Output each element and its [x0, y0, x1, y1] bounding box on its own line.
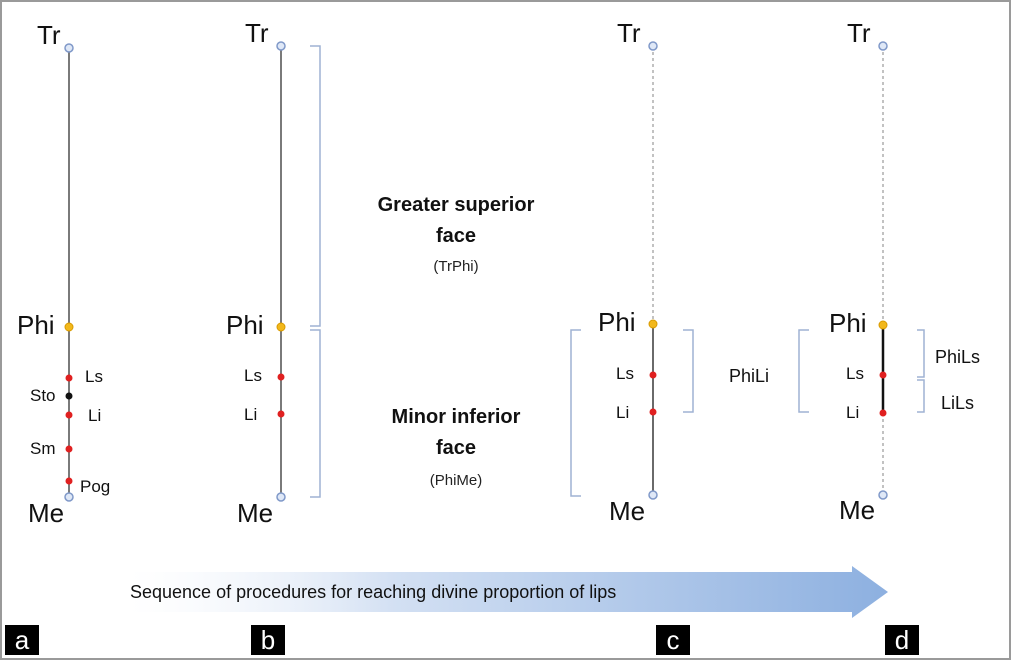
li-label: Li	[846, 403, 859, 422]
phi-point	[276, 322, 286, 332]
pog-label: Pog	[80, 477, 110, 496]
sequence-arrow: Sequence of procedures for reaching divi…	[128, 566, 888, 618]
ls-label: Ls	[244, 366, 262, 385]
panel-label-d: d	[885, 625, 919, 655]
tr-point	[64, 43, 74, 53]
ls-point	[649, 371, 657, 379]
phi-label: Phi	[17, 310, 55, 340]
phili-bracket	[683, 329, 694, 413]
panel-b-diagram: Tr Phi Ls Li Me Greater superior face (T…	[226, 18, 535, 528]
sm-point	[65, 445, 73, 453]
phi-label: Phi	[226, 310, 264, 340]
greater-face-title-2: face	[436, 225, 476, 247]
sm-label: Sm	[30, 439, 56, 458]
me-point	[648, 490, 658, 500]
panel-label-c: c	[656, 625, 690, 655]
ls-label: Ls	[616, 364, 634, 383]
phili-bracket	[798, 329, 809, 413]
ls-point	[879, 371, 887, 379]
me-point	[878, 490, 888, 500]
ls-label: Ls	[85, 367, 103, 386]
tr-label: Tr	[617, 18, 641, 48]
me-label: Me	[237, 498, 273, 528]
phils-bracket	[917, 329, 925, 378]
me-point	[64, 492, 74, 502]
tr-label: Tr	[245, 18, 269, 48]
lils-bracket	[917, 379, 925, 413]
phi-point	[64, 322, 74, 332]
li-label: Li	[88, 406, 101, 425]
panel-label-a: a	[5, 625, 39, 655]
me-label: Me	[839, 495, 875, 525]
panel-c-diagram: Tr Phi Ls Li Me PhiLi	[570, 18, 769, 526]
minor-face-title: Minor inferior	[392, 406, 521, 428]
phime-bracket	[570, 329, 581, 497]
lils-label: LiLs	[941, 393, 974, 413]
ls-label: Ls	[846, 364, 864, 383]
phi-label: Phi	[829, 308, 867, 338]
tr-point	[878, 41, 888, 51]
tr-point	[276, 41, 286, 51]
panel-d-diagram: Tr Phi Ls Li Me PhiLs LiLs	[798, 18, 980, 525]
li-point	[879, 409, 887, 417]
me-point	[276, 492, 286, 502]
li-point	[65, 411, 73, 419]
sto-point	[65, 392, 73, 400]
phi-point	[878, 320, 888, 330]
tr-label: Tr	[847, 18, 871, 48]
phils-label: PhiLs	[935, 347, 980, 367]
ls-point	[277, 373, 285, 381]
phi-label: Phi	[598, 307, 636, 337]
li-label: Li	[616, 403, 629, 422]
ls-point	[65, 374, 73, 382]
phi-point	[648, 319, 658, 329]
li-label: Li	[244, 405, 257, 424]
minor-face-title-2: face	[436, 437, 476, 459]
greater-face-bracket	[310, 45, 321, 327]
panel-label-b: b	[251, 625, 285, 655]
pog-point	[65, 477, 73, 485]
li-point	[277, 410, 285, 418]
me-label: Me	[28, 498, 64, 528]
minor-face-sub: (PhiMe)	[430, 472, 483, 489]
sequence-caption: Sequence of procedures for reaching divi…	[130, 582, 616, 602]
greater-face-title: Greater superior	[378, 194, 535, 216]
li-point	[649, 408, 657, 416]
tr-label: Tr	[37, 20, 61, 50]
greater-face-sub: (TrPhi)	[433, 258, 478, 275]
me-label: Me	[609, 496, 645, 526]
minor-face-bracket	[310, 329, 321, 498]
panel-a-diagram: Tr Phi Ls Sto Li Sm Pog Me	[17, 20, 110, 528]
tr-point	[648, 41, 658, 51]
sto-label: Sto	[30, 386, 56, 405]
phili-label: PhiLi	[729, 366, 769, 386]
